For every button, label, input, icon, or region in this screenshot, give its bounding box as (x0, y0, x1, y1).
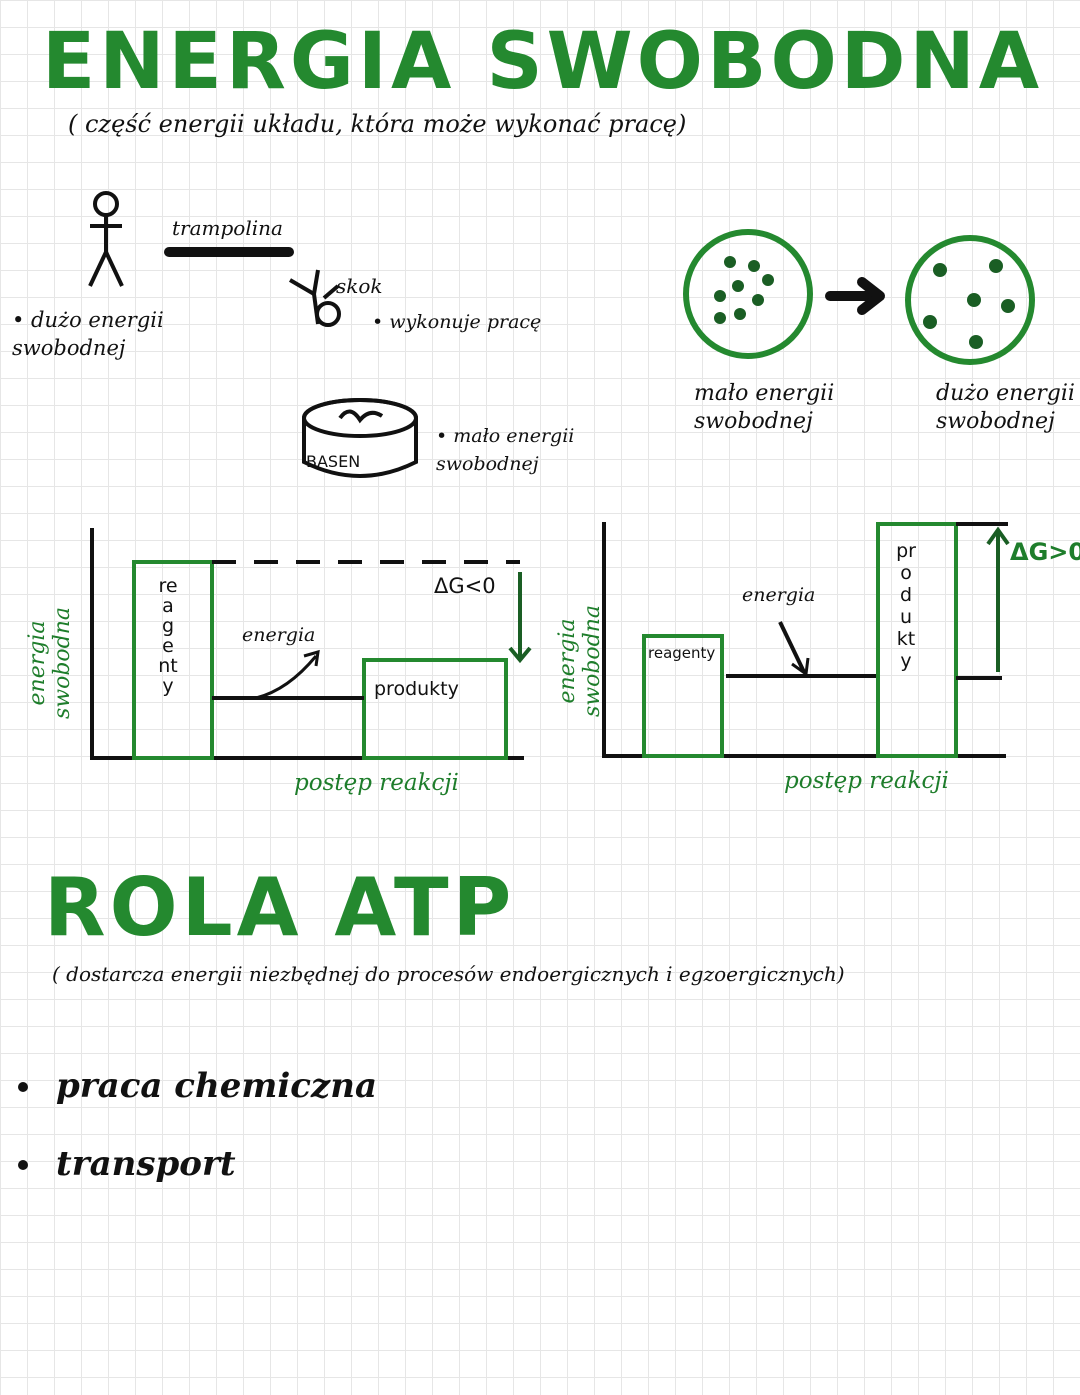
low-entropy-circle (683, 229, 813, 359)
chart1-bar-produkty (362, 658, 508, 760)
bullet-item: praca chemiczna (56, 1066, 377, 1106)
chart1-annotation-delta: ΔG<0 (434, 574, 496, 598)
chart1-bar-reagenty (132, 560, 214, 760)
jumping-figure (288, 269, 341, 327)
chart2-energy-arrow (778, 621, 806, 673)
chart2-annotation-delta: ΔG>0 (1010, 538, 1080, 566)
chart2-xlabel: postęp reakcji (784, 768, 949, 794)
trampoline-label: trampolina (172, 216, 283, 240)
work-note: • wykonuje pracę (372, 311, 542, 333)
chart1-energy-arrow (255, 655, 318, 700)
left-circle-caption: mało energii swobodnej (694, 381, 835, 434)
chart2-ylabel: energia swobodna (555, 604, 605, 718)
trampoline-bar (164, 247, 294, 257)
arrow-right-icon (825, 277, 885, 315)
person-note: • dużo energii swobodnej (12, 308, 164, 360)
right-circle-caption: dużo energii swobodnej (936, 381, 1075, 434)
page-title: ENERGIA SWOBODNA (42, 17, 1044, 107)
section-subtitle-atp: ( dostarcza energii niezbędnej do proces… (52, 962, 845, 986)
chart2-bar2-label: produkty (896, 540, 916, 672)
section-title-atp: ROLA ATP (44, 861, 516, 954)
person-illustration (88, 191, 124, 287)
bullet-dot (18, 1160, 28, 1170)
bullet-dot (18, 1082, 28, 1092)
high-entropy-circle (905, 235, 1035, 365)
chart2-bar-reagenty (642, 634, 724, 758)
jump-label: skok (336, 274, 383, 298)
chart1-xlabel: postęp reakcji (294, 770, 459, 796)
chart2-annotation-energia: energia (742, 584, 816, 606)
pool-label: BASEN (306, 452, 361, 471)
chart1-bar2-label: produkty (374, 678, 459, 700)
bullet-item: transport (56, 1144, 236, 1184)
page-subtitle: ( część energii układu, która może wykon… (68, 110, 687, 138)
chart1-svg (90, 528, 532, 760)
chart2-bar1-label: reagenty (648, 644, 716, 662)
chart2-svg (602, 522, 1010, 758)
chart1-annotation-energia: energia (242, 624, 316, 646)
pool-note: • mało energii swobodnej (436, 425, 575, 475)
chart1-bar1-label: reagenty (158, 575, 178, 697)
chart2-bar-produkty (876, 522, 958, 758)
pool-illustration (302, 398, 418, 478)
chart1-ylabel: energia swobodna (25, 606, 75, 720)
